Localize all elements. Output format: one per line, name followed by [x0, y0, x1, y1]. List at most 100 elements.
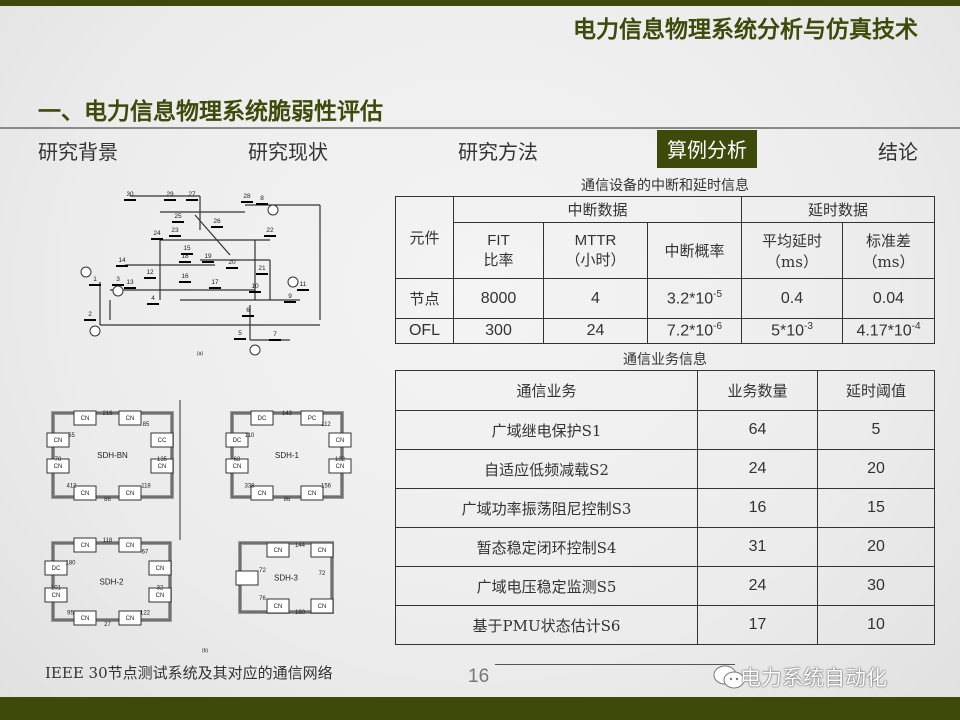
table-row: 节点 8000 4 3.2*10-5 0.4 0.04: [395, 278, 935, 319]
link-weight: 27: [104, 622, 111, 628]
bus-label: 15: [183, 245, 191, 252]
cell: 4.17*10-4: [842, 318, 935, 344]
node-label: CN: [81, 543, 90, 549]
nav-item-status[interactable]: 研究现状: [248, 140, 328, 164]
network-node: [225, 432, 249, 448]
bus-label: 14: [118, 257, 126, 264]
cell: 5*10-3: [741, 318, 843, 344]
cell: 8000: [453, 278, 544, 319]
network-node: [148, 587, 172, 603]
network-node: [266, 542, 290, 558]
bus-label: 23: [171, 227, 179, 234]
network-node: [118, 485, 142, 501]
link-weight: 143: [282, 411, 293, 417]
network-node: [118, 610, 142, 626]
cell: 广域继电保护S1: [395, 410, 698, 450]
node-label: CN: [54, 464, 63, 470]
node-label: CN: [336, 438, 345, 444]
cell: 31: [697, 527, 818, 567]
ring-name: SDH-2: [99, 578, 124, 587]
network-node: [73, 537, 97, 553]
figure-caption: IEEE 30节点测试系统及其对应的通信网络: [45, 664, 333, 682]
node-label: DC: [233, 438, 242, 444]
node-label: CN: [126, 491, 135, 497]
cell: 10: [817, 605, 935, 645]
generator-icon: [249, 344, 261, 356]
node-label: CC: [158, 438, 167, 444]
cell: 16: [697, 488, 818, 528]
nav-item-method[interactable]: 研究方法: [458, 140, 538, 164]
header-delay: 延时数据: [741, 196, 935, 223]
cell: 24: [697, 566, 818, 606]
bus-label: 6: [246, 307, 250, 314]
bus-label: 20: [228, 259, 236, 266]
bus-label: 9: [288, 293, 292, 300]
generator-icon: [267, 204, 279, 216]
node-label: CN: [81, 616, 90, 622]
table-row: OFL 300 24 7.2*10-6 5*10-3 4.17*10-4: [395, 318, 935, 344]
bus-label: 3: [116, 276, 120, 283]
link-weight: 216: [102, 411, 113, 417]
network-node: [73, 410, 97, 426]
link-weight: 67: [142, 550, 149, 556]
network-node: [148, 560, 172, 576]
bus-label: 7: [273, 331, 277, 338]
generator-icon: [287, 276, 299, 288]
node-label: CN: [126, 416, 135, 422]
bottom-bar: [0, 697, 960, 720]
header-service: 通信业务: [395, 370, 698, 411]
cell: 广域功率振荡阻尼控制S3: [395, 488, 698, 528]
nav-item-conclusion[interactable]: 结论: [878, 140, 918, 164]
cell: 64: [697, 410, 818, 450]
bus-label: 26: [213, 218, 221, 225]
cell: 0.04: [842, 278, 935, 319]
network-node: [225, 458, 249, 474]
link-weight: 32: [157, 586, 164, 592]
table1-caption: 通信设备的中断和延时信息: [581, 178, 749, 194]
network-node: [266, 598, 290, 614]
nav-item-background[interactable]: 研究背景: [38, 140, 118, 164]
link-weight: 70: [55, 457, 62, 463]
cell: 17: [697, 605, 818, 645]
network-node: [118, 410, 142, 426]
cell: 0.4: [741, 278, 843, 319]
cell: 4: [543, 278, 648, 319]
network-node: [328, 458, 352, 474]
cell: 自适应低频减载S2: [395, 449, 698, 489]
cell: 30: [817, 566, 935, 606]
network-node: [73, 610, 97, 626]
node-label: CN: [336, 464, 345, 470]
network-node: [73, 485, 97, 501]
network-node: [150, 458, 174, 474]
node-label: CN: [126, 543, 135, 549]
cell: 300: [453, 318, 544, 344]
cell: 24: [697, 449, 818, 489]
link-weight: 122: [140, 611, 151, 617]
node-label: CN: [81, 491, 90, 497]
bus-label: 4: [151, 295, 155, 302]
cell: 广域电压稳定监测S5: [395, 566, 698, 606]
node-label: CN: [318, 604, 327, 610]
ring-link: [231, 412, 343, 498]
network-node: [118, 537, 142, 553]
network-node: [300, 410, 324, 426]
cell: 20: [817, 449, 935, 489]
wechat-icon: [713, 665, 745, 689]
generator-icon: [89, 325, 101, 337]
ring-link: [52, 542, 171, 621]
link-weight: 144: [295, 543, 306, 549]
top-bar: [0, 0, 960, 6]
network-node: [328, 432, 352, 448]
node-label: CN: [274, 604, 283, 610]
nav-item-case-study[interactable]: 算例分析: [657, 130, 757, 168]
bus-label: 30: [126, 191, 134, 198]
link-weight: 86: [284, 497, 291, 503]
network-node: [44, 560, 68, 576]
generator-icon: [80, 266, 92, 278]
node-label: CN: [233, 464, 242, 470]
link-weight: 85: [143, 422, 150, 428]
